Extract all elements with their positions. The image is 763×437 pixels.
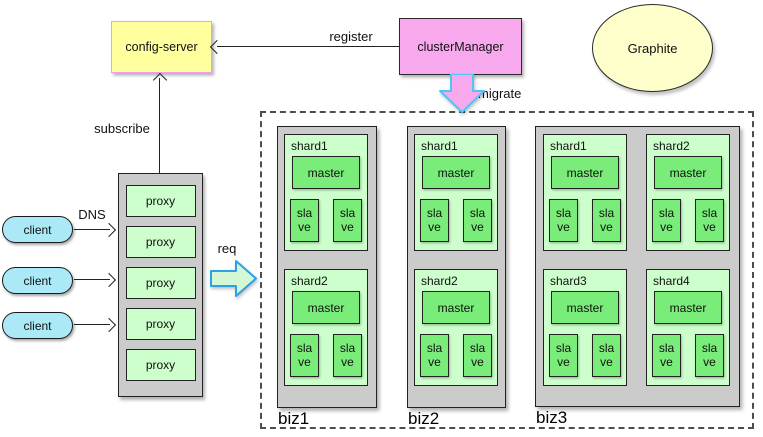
subscribe-edge-label: subscribe	[94, 121, 150, 136]
master-node: master	[422, 156, 490, 189]
master-node: master	[292, 156, 360, 189]
master-node: master	[654, 156, 722, 189]
client-arrowhead-icon	[101, 272, 117, 288]
shard-name: shard1	[291, 139, 328, 153]
biz2-group: shard1 master slave slave shard2 master …	[407, 126, 506, 408]
shard-panel: shard1 master slave slave	[543, 134, 627, 251]
client-arrowhead-icon	[101, 222, 117, 238]
shard-name: shard2	[653, 139, 690, 153]
slaves-row: slave slave	[549, 199, 621, 242]
migrate-arrow-icon	[439, 74, 485, 113]
subscribe-arrowhead-icon	[152, 72, 168, 88]
slave-node: slave	[652, 334, 681, 377]
shard-panel: shard1 master slave slave	[414, 134, 498, 251]
proxy-node: proxy	[125, 185, 196, 217]
slaves-row: slave slave	[420, 199, 492, 242]
master-node: master	[654, 291, 722, 324]
shard-name: shard2	[291, 274, 328, 288]
master-node: master	[422, 291, 490, 324]
config-server-node: config-server	[111, 21, 212, 73]
slaves-row: slave slave	[290, 199, 362, 242]
shard-name: shard1	[421, 139, 458, 153]
register-edge-line	[217, 46, 399, 47]
slave-node: slave	[290, 199, 319, 242]
shard-panel: shard2 master slave slave	[414, 269, 498, 386]
proxy-node: proxy	[125, 267, 196, 299]
proxy-node: proxy	[125, 308, 196, 340]
client-node: client	[2, 312, 73, 339]
req-edge-label: req	[217, 241, 237, 256]
shard-name: shard4	[653, 274, 690, 288]
proxy-node: proxy	[125, 226, 196, 258]
shard-panel: shard1 master slave slave	[284, 134, 368, 251]
client-edge-line	[74, 279, 110, 280]
slave-node: slave	[652, 199, 681, 242]
slave-node: slave	[592, 334, 621, 377]
shard-panel: shard2 master slave slave	[646, 134, 730, 251]
cluster-manager-node: clusterManager	[399, 18, 522, 75]
biz3-group: shard1 master slave slave shard2 master …	[535, 126, 740, 407]
slave-node: slave	[333, 199, 362, 242]
client-node: client	[2, 216, 73, 243]
slaves-row: slave slave	[549, 334, 621, 377]
biz2-label: biz2	[408, 409, 440, 428]
shard-name: shard2	[421, 274, 458, 288]
proxy-stack: proxy proxy proxy proxy proxy	[118, 173, 203, 397]
slave-node: slave	[463, 334, 492, 377]
slave-node: slave	[695, 199, 724, 242]
biz1-group: shard1 master slave slave shard2 master …	[277, 126, 377, 408]
master-node: master	[551, 291, 619, 324]
slave-node: slave	[549, 334, 578, 377]
cluster-zone: shard1 master slave slave shard2 master …	[260, 111, 754, 429]
biz3-label: biz3	[536, 408, 568, 427]
master-node: master	[551, 156, 619, 189]
slave-node: slave	[592, 199, 621, 242]
master-node: master	[292, 291, 360, 324]
client-arrowhead-icon	[101, 317, 117, 333]
slaves-row: slave slave	[652, 199, 724, 242]
graphite-node: Graphite	[592, 4, 713, 92]
proxy-node: proxy	[125, 349, 196, 381]
client-node: client	[2, 267, 73, 294]
register-arrowhead-icon	[209, 39, 225, 55]
shard-panel: shard3 master slave slave	[543, 269, 627, 386]
slaves-row: slave slave	[420, 334, 492, 377]
slave-node: slave	[420, 199, 449, 242]
client-edge-line	[74, 324, 110, 325]
shard-panel: shard4 master slave slave	[646, 269, 730, 386]
slaves-row: slave slave	[652, 334, 724, 377]
client-edge-line	[74, 229, 110, 230]
slave-node: slave	[463, 199, 492, 242]
slave-node: slave	[333, 334, 362, 377]
shard-panel: shard2 master slave slave	[284, 269, 368, 386]
subscribe-edge-line	[159, 78, 160, 173]
shard-name: shard1	[550, 139, 587, 153]
migrate-edge-label: migrate	[478, 86, 522, 101]
shard-name: shard3	[550, 274, 587, 288]
slave-node: slave	[695, 334, 724, 377]
slave-node: slave	[290, 334, 319, 377]
biz1-label: biz1	[278, 409, 310, 428]
req-arrow-icon	[210, 260, 257, 297]
slave-node: slave	[549, 199, 578, 242]
slave-node: slave	[420, 334, 449, 377]
slaves-row: slave slave	[290, 334, 362, 377]
dns-edge-label: DNS	[78, 207, 106, 222]
register-edge-label: register	[329, 29, 373, 44]
